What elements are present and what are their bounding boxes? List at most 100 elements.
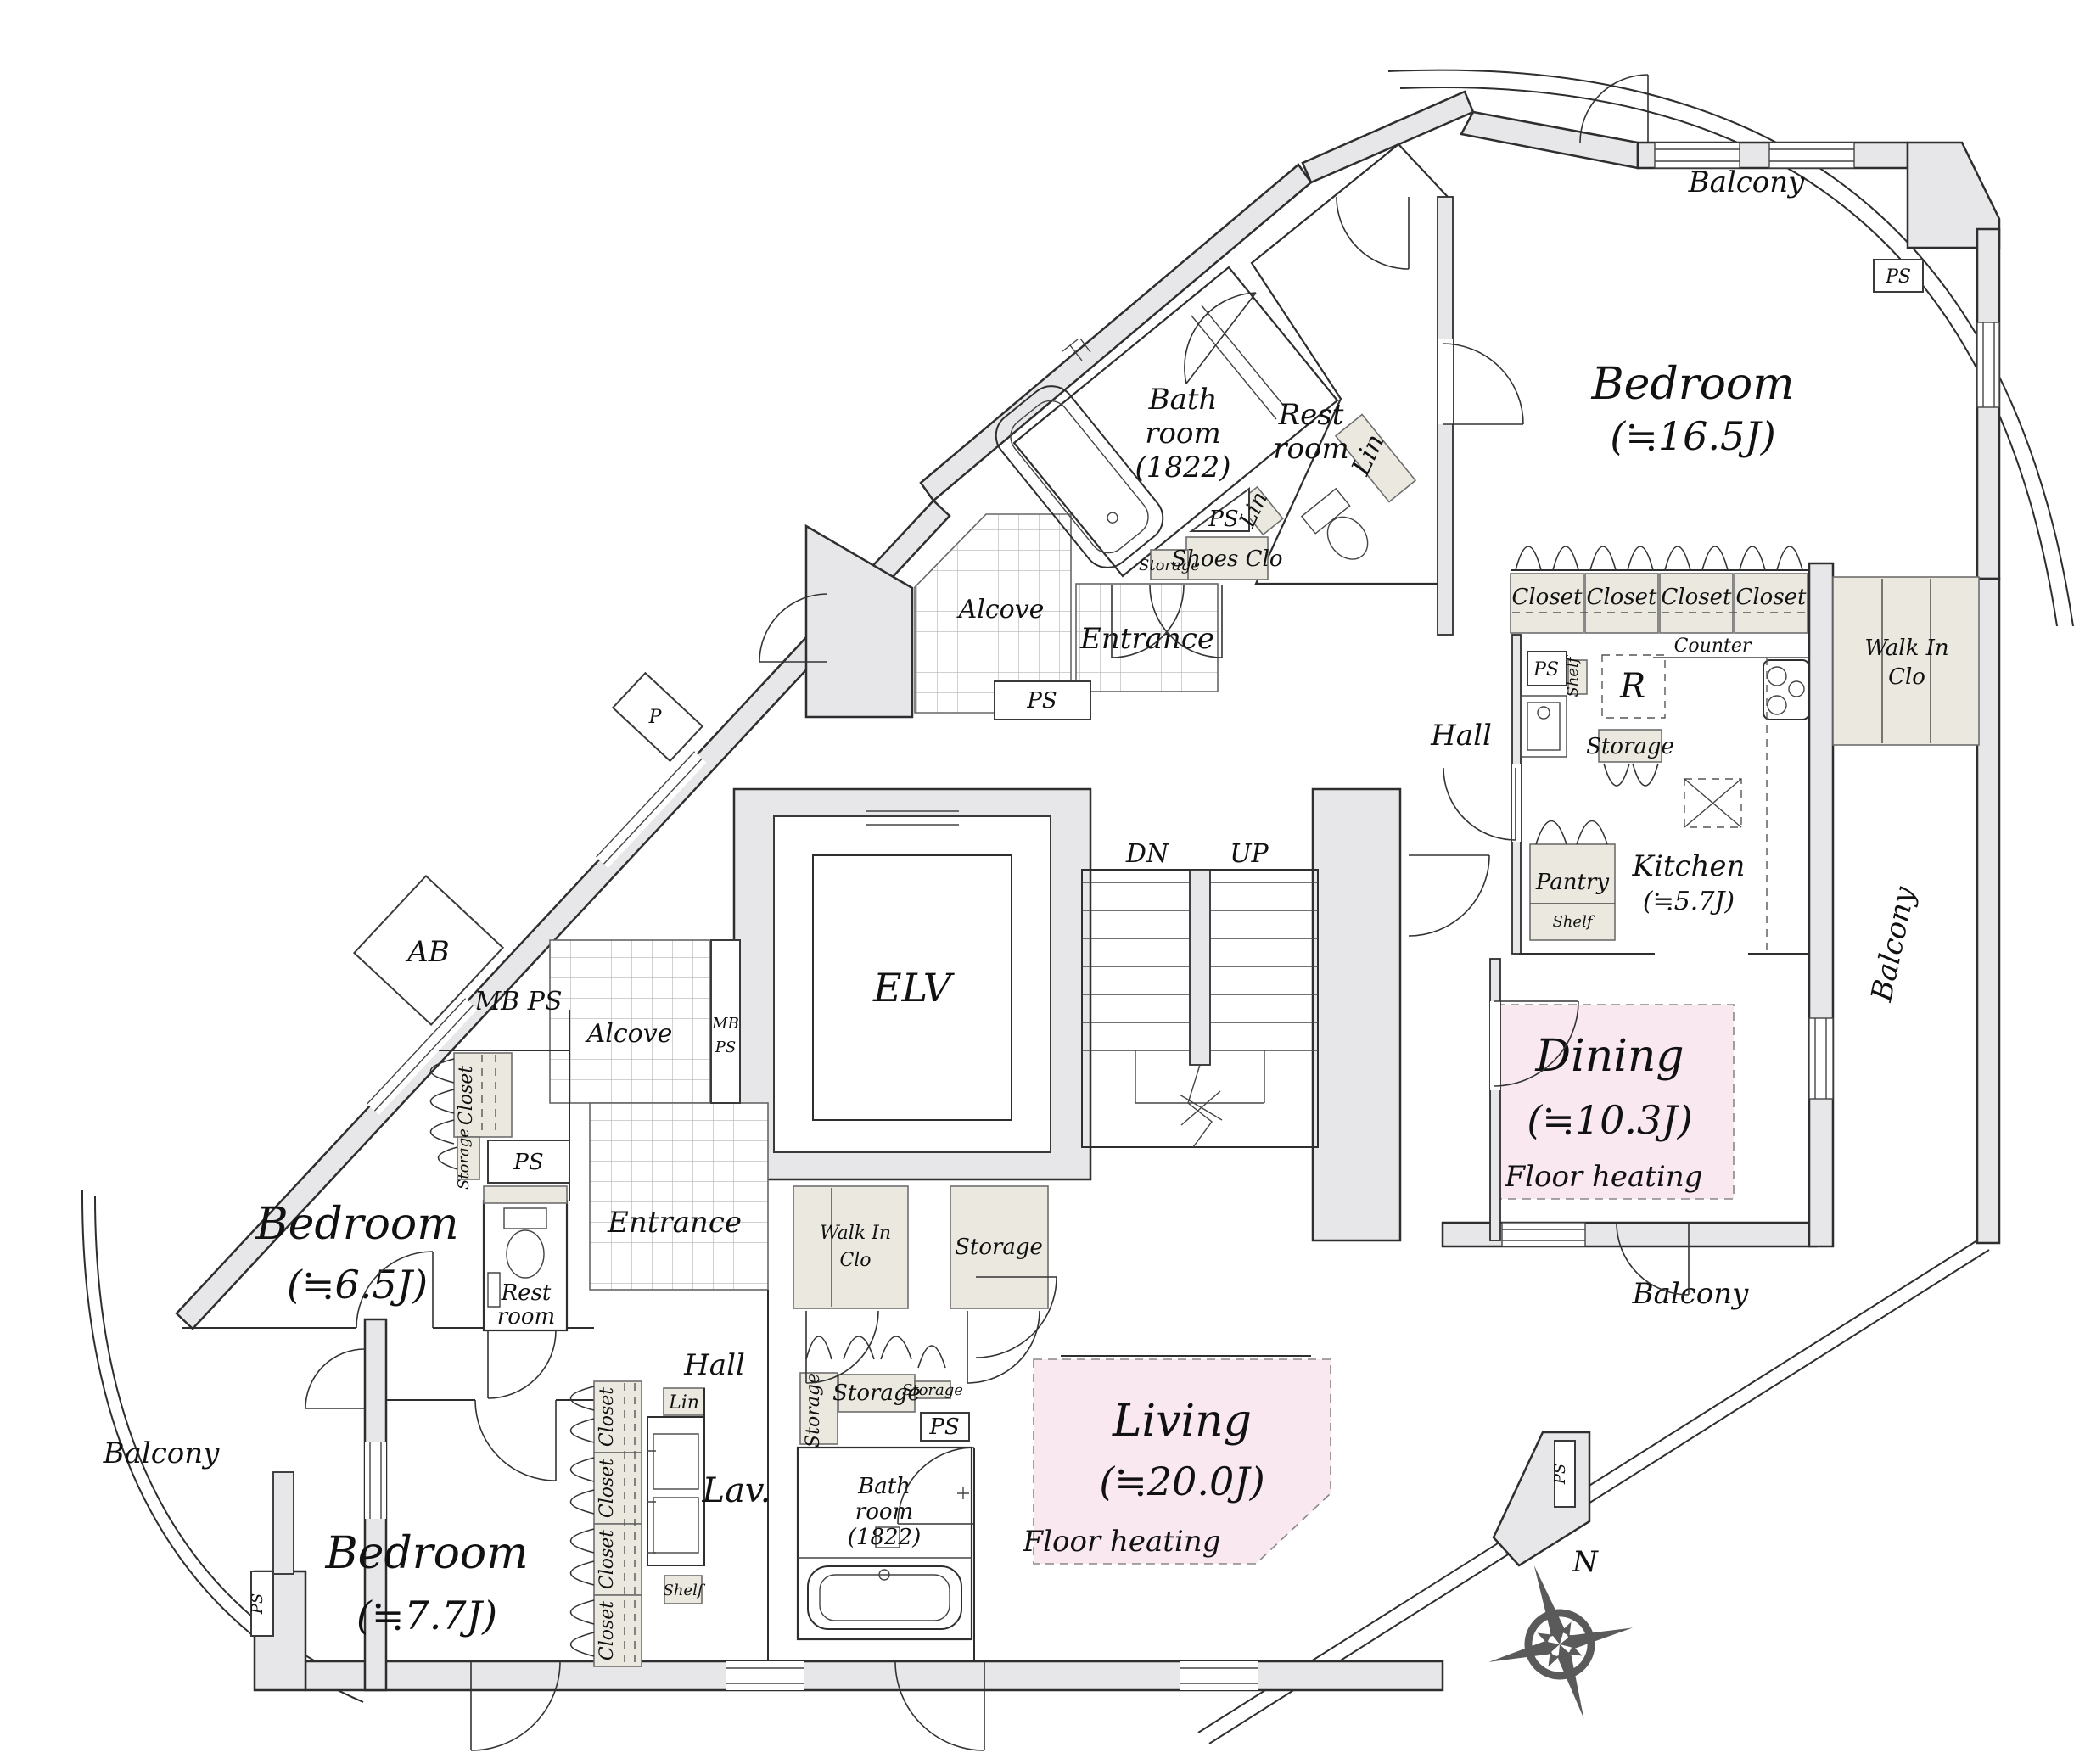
mb-ps-strip: [710, 939, 741, 1104]
wall-center-column: [1311, 787, 1402, 1242]
wall-wing-band: [919, 163, 1313, 502]
windows: [362, 747, 1258, 1690]
ps-kitchen-label: PS: [1533, 659, 1559, 680]
walkin-top-label-1: Walk In: [1864, 636, 1948, 661]
wing-rooms: [995, 143, 1449, 585]
ps-top-right-box: [1873, 259, 1924, 293]
alcove-left-label: Alcove: [585, 1019, 673, 1049]
refrigerator-label: R: [1619, 667, 1645, 706]
bedroom-main-door-gap: [1438, 339, 1453, 424]
ps-bottom-box: [920, 1412, 970, 1442]
bedroom-south-label: Bedroom: [324, 1528, 528, 1579]
closet-south-1-label: Closet: [597, 1387, 618, 1447]
entrance-left-label: Entrance: [607, 1206, 742, 1240]
storage-cluster-bottom: [799, 1336, 951, 1445]
storage-vert-bottom-label: Storage: [803, 1373, 824, 1448]
ps-top-center-box: [994, 680, 1091, 720]
dining-floor-heating-label: Floor heating: [1505, 1160, 1703, 1194]
mb-strip-label: MB: [711, 1015, 739, 1033]
closet-top-4-label: Closet: [1735, 585, 1807, 610]
storage-kitchen-label: Storage: [1586, 734, 1674, 759]
wall-kitchen-east: [1808, 562, 1835, 1248]
entrance-left-floor: [589, 1102, 769, 1291]
bedroom-west-label: Bedroom: [255, 1199, 458, 1250]
storage-center-box: [950, 1185, 1049, 1309]
ab-label: AB: [405, 935, 450, 969]
restroom-west-label-2: room: [497, 1304, 555, 1330]
ps-bottom-left-box: [250, 1571, 274, 1637]
alcove-top-label: Alcove: [956, 595, 1045, 624]
bedroom-main-windows: [1654, 142, 2000, 408]
dining-floor-heating-zone: [1495, 1004, 1735, 1200]
ps-left-box: [487, 1140, 570, 1184]
hall-right-label: Hall: [1430, 719, 1492, 753]
balcony-top-label: Balcony: [1688, 165, 1806, 199]
storage-horiz-bottom-label: Storage: [832, 1380, 921, 1406]
stairs-up-label: UP: [1230, 839, 1269, 869]
shelf-bottom-label: Shelf: [664, 1582, 706, 1599]
lavatory-label: Lav.: [702, 1471, 771, 1510]
balcony-bottom-left-label: Balcony: [103, 1436, 221, 1470]
ps-left-label: PS: [513, 1150, 543, 1175]
p-box: [611, 671, 704, 763]
closet-top-3-label: Closet: [1661, 585, 1732, 610]
door-arcs: [305, 74, 1690, 1751]
wall-wing-band-2: [1301, 90, 1475, 184]
bathtub-top: [995, 385, 1164, 568]
ps-strip-label: PS: [715, 1039, 736, 1056]
wall-bottom: [304, 1660, 1444, 1692]
ps-bottom-left-label: PS: [249, 1593, 266, 1615]
shoes-closet-label: Shoes Clo: [1171, 546, 1282, 572]
storage-center-label: Storage: [955, 1235, 1043, 1260]
bathroom-south-label-2: room: [855, 1499, 913, 1525]
elevator: [773, 810, 1051, 1153]
bathroom-top-label-1: Bath: [1148, 383, 1218, 417]
stairs-down-label: DN: [1125, 839, 1170, 869]
closet-top-1-label: Closet: [1511, 585, 1583, 610]
alcove-left-floor: [549, 939, 710, 1104]
bathroom-south-label-3: (1822): [848, 1525, 921, 1550]
shelf-kitchen-label: Shelf: [1564, 654, 1582, 697]
storage-small-bottom-label: Storage: [902, 1381, 963, 1399]
bathroom-south: [796, 1446, 973, 1641]
walkin-center-label-1: Walk In: [820, 1223, 891, 1244]
kitchen-fixtures: [1511, 634, 1810, 955]
closet-south-3-label: Closet: [597, 1530, 618, 1589]
wall-alcove-top-nook: [804, 524, 914, 719]
counter-label: Counter: [1674, 636, 1752, 657]
staircase: [1081, 869, 1319, 1148]
bedroom-west-size: (≒6.5J): [287, 1262, 428, 1308]
alcove-top-floor: [914, 513, 1072, 714]
wall-bedroom-main-nw: [1460, 110, 1639, 170]
shelf-pantry-label: Shelf: [1553, 913, 1595, 931]
bathroom-top-label-3: (1822): [1135, 451, 1230, 484]
ps-wing-label: PS: [1208, 507, 1238, 532]
closet-row-top: [1510, 546, 1809, 634]
closet-south-strip: [569, 1380, 642, 1667]
ps-top-right-label: PS: [1885, 266, 1911, 288]
wall-ps-strip-left: [272, 1471, 294, 1575]
linen-bottom-label: Lin: [668, 1392, 699, 1414]
walkin-top-box: [1832, 576, 1980, 746]
dining-label: Dining: [1534, 1031, 1684, 1082]
restroom-west: [482, 1185, 569, 1332]
closet-left-label: Closet: [456, 1066, 477, 1125]
living-floor-heating-label: Floor heating: [1023, 1525, 1221, 1559]
closet-top-2-label: Closet: [1586, 585, 1657, 610]
balcony-top-right: [1387, 69, 2074, 627]
balcony-right-label: Balcony: [1864, 883, 1922, 1005]
living-size: (≒20.0J): [1099, 1459, 1264, 1504]
entrance-top-floor: [1075, 583, 1219, 692]
ps-bottom-right-label: PS: [1551, 1464, 1569, 1485]
storage-wing-label: Storage: [1139, 557, 1200, 574]
elevator-label: ELV: [872, 965, 956, 1011]
ps-bottom-right-box: [1554, 1440, 1576, 1508]
p-label: P: [648, 707, 663, 728]
restroom-top-label-1: Rest: [1278, 398, 1344, 432]
entrance-top-label: Entrance: [1079, 622, 1214, 656]
dining-door-gap: [1490, 1001, 1500, 1090]
bedroom-main-size: (≒16.5J): [1610, 413, 1775, 459]
bathroom-top-label-2: room: [1145, 417, 1220, 451]
bathroom-south-label-1: Bath: [857, 1474, 911, 1499]
